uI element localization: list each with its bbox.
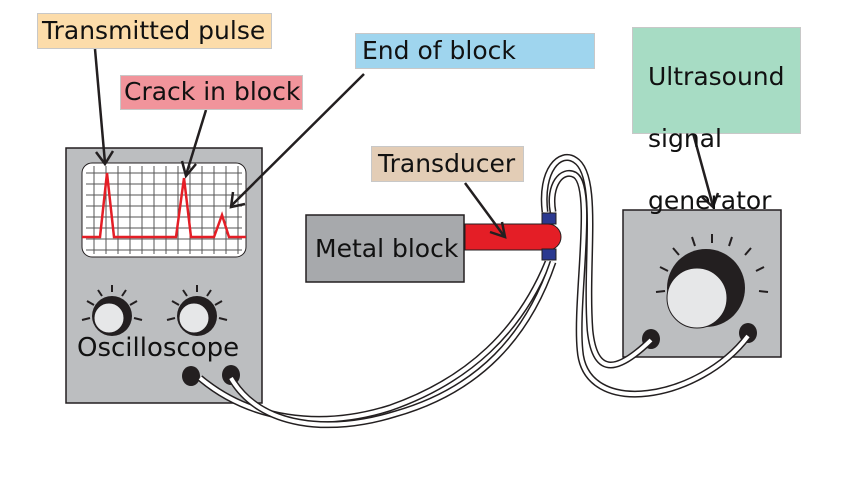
cable-transducer-to-generator — [540, 154, 751, 398]
label-transducer: Transducer — [378, 149, 516, 178]
label-generator-line1: Ultrasound — [648, 62, 785, 91]
connector-socket-icon[interactable] — [182, 366, 200, 386]
arrow-transducer — [463, 182, 506, 237]
oscilloscope-dial-icon[interactable] — [166, 285, 228, 336]
label-crack-in-block: Crack in block — [124, 77, 301, 106]
arrow-end-of-block — [230, 73, 365, 207]
arrow-crack-in-block — [184, 109, 208, 176]
label-generator-line3: generator — [648, 186, 772, 215]
label-transducer-box — [371, 146, 524, 182]
label-generator-box — [632, 27, 801, 134]
metal-block — [305, 214, 465, 283]
oscilloscope-trace — [82, 172, 246, 239]
arrow-transmitted-pulse — [93, 48, 107, 164]
label-oscilloscope: Oscilloscope — [77, 333, 240, 363]
pointer-arrows — [93, 48, 720, 239]
label-generator: Ultrasound signal generator — [648, 30, 785, 247]
cable-transducer-to-oscilloscope — [197, 260, 557, 429]
label-generator-line2: signal — [648, 124, 722, 153]
oscilloscope-screen — [81, 162, 247, 258]
oscilloscope-dial-icon[interactable] — [81, 285, 143, 336]
transducer-clamp-top — [541, 212, 557, 225]
generator-dial-icon[interactable] — [655, 234, 769, 329]
label-end-of-block: End of block — [362, 36, 516, 65]
arrow-generator — [691, 132, 715, 207]
transducer-clamp-bottom — [541, 248, 557, 261]
label-metal-block: Metal block — [315, 234, 459, 263]
label-end-of-block-box — [355, 33, 595, 69]
transducer-probe — [464, 223, 562, 251]
label-crack-in-block-box — [120, 75, 303, 110]
label-transmitted-pulse: Transmitted pulse — [42, 16, 266, 45]
label-transmitted-pulse-box — [37, 13, 272, 49]
